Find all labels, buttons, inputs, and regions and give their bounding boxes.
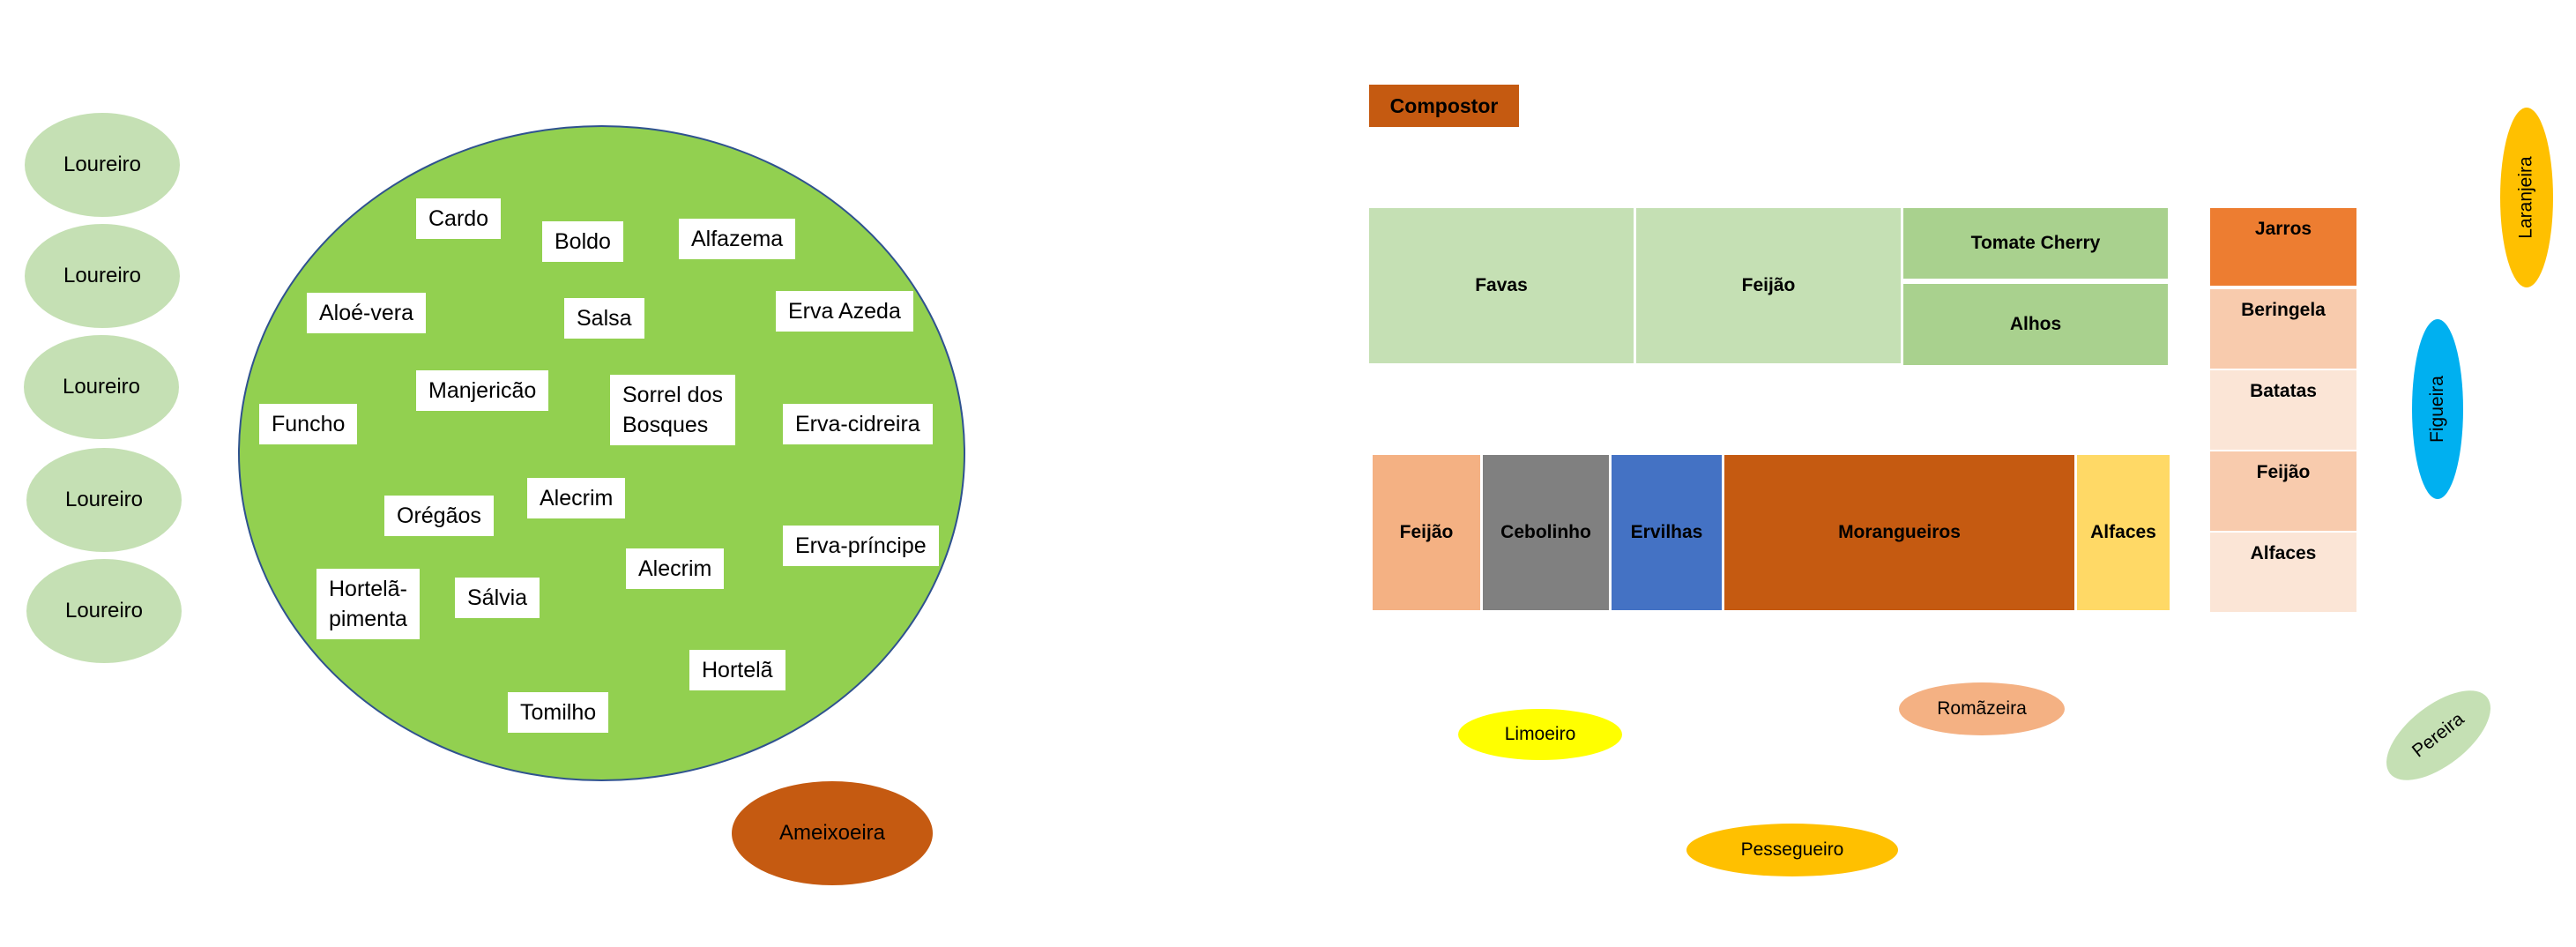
compostor-label: Compostor [1389,93,1499,117]
tree-label: Pessegueiro [1740,839,1844,860]
bed-feijao-top: Feijão [1636,208,1901,363]
bed-ervilhas: Ervilhas [1612,455,1722,610]
bed-label: Feijão [2256,462,2311,482]
bed-batatas: Batatas [2210,370,2356,450]
tree-label: Romãzeira [1937,698,2027,719]
tree-label: Pereira [2408,708,2468,762]
loureiro-label: Loureiro [63,264,142,287]
bed-label: Morangueiros [1838,522,1961,542]
loureiro-label: Loureiro [62,375,141,399]
bed-label: Jarros [2254,219,2312,239]
herb-label-line: pimenta [329,607,407,631]
loureiro-label: Loureiro [63,153,142,176]
herb-label-alfazema: Alfazema [679,219,796,259]
herb-label-oregaos: Orégãos [384,496,494,536]
tree-label: Ameixoeira [778,821,886,845]
tree-pessegueiro: Pessegueiro [1686,824,1898,876]
bed-favas: Favas [1369,208,1634,363]
bed-label: Feijão [1741,275,1796,295]
bed-label: Alhos [2009,314,2062,334]
bed-feijao-side: Feijão [2210,451,2356,531]
tree-romazeira: Romãzeira [1899,682,2065,735]
bed-label: Favas [1475,275,1528,295]
loureiro-label: Loureiro [64,599,144,623]
bed-morangueiros: Morangueiros [1724,455,2074,610]
bed-label: Batatas [2250,381,2317,401]
herb-label-hortela-pimenta: Hortelã- pimenta [316,569,420,639]
tree-figueira: Figueira [2412,319,2463,499]
herb-label-funcho: Funcho [259,404,358,444]
bed-label: Alfaces [2090,522,2156,542]
herb-label-alecrim-2: Alecrim [626,548,725,589]
herb-label-hortela: Hortelã [689,650,785,690]
bed-label: Ervilhas [1630,522,1703,542]
herb-label-salsa: Salsa [564,298,644,339]
tree-laranjeira: Laranjeira [2500,108,2553,287]
loureiro-1: Loureiro [25,113,180,217]
herb-label-manjericao: Manjericão [416,370,549,411]
tree-limoeiro: Limoeiro [1458,709,1622,760]
compostor: Compostor [1369,85,1519,127]
herb-label-boldo: Boldo [542,221,623,262]
loureiro-2: Loureiro [25,224,180,328]
herb-label-line: Sorrel dos [622,383,723,407]
herb-label-cardo: Cardo [416,198,502,239]
herb-label-erva-principe: Erva-príncipe [783,526,939,566]
tree-label: Laranjeira [2516,156,2536,239]
bed-tomate-cherry: Tomate Cherry [1903,208,2168,279]
loureiro-5: Loureiro [26,559,182,663]
herb-label-tomilho: Tomilho [508,692,609,733]
herb-label-line: Hortelã- [329,577,407,601]
tree-pereira: Pereira [2371,674,2506,797]
bed-alfaces-side: Alfaces [2210,533,2356,612]
bed-cebolinho: Cebolinho [1483,455,1609,610]
bed-label: Feijão [1399,522,1454,542]
herb-label-alecrim: Alecrim [527,478,626,518]
loureiro-4: Loureiro [26,448,182,552]
herb-label-erva-azeda: Erva Azeda [776,291,913,332]
bed-jarros: Jarros [2210,208,2356,286]
loureiro-3: Loureiro [24,335,179,439]
bed-alhos: Alhos [1903,284,2168,365]
loureiro-label: Loureiro [64,488,144,511]
herb-label-line: Bosques [622,413,709,437]
herb-label-sorrel-dos-bosques: Sorrel dos Bosques [610,375,735,445]
bed-label: Tomate Cherry [1970,233,2101,253]
herb-label-erva-cidreira: Erva-cidreira [783,404,933,444]
bed-alfaces-bottom: Alfaces [2077,455,2170,610]
herb-label-salvia: Sálvia [455,578,540,618]
bed-label: Alfaces [2250,543,2317,563]
tree-label: Figueira [2427,376,2447,443]
bed-label: Cebolinho [1500,522,1591,542]
tree-label: Limoeiro [1504,724,1576,744]
bed-feijao-bottom: Feijão [1373,455,1480,610]
bed-beringela: Beringela [2210,289,2356,369]
tree-ameixoeira: Ameixoeira [732,781,933,885]
herb-label-aloe-vera: Aloé-vera [307,293,426,333]
bed-label: Beringela [2241,300,2326,320]
